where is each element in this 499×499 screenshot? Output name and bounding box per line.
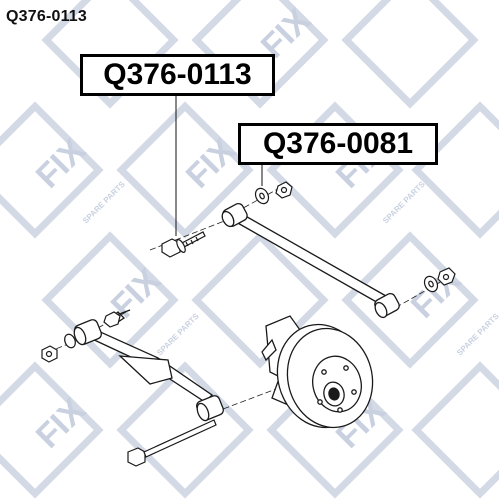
watermark-logo <box>0 101 104 239</box>
bolt-head <box>127 447 146 467</box>
watermark-logo <box>341 0 479 109</box>
watermark-tagline: SPARE PARTS <box>381 179 427 225</box>
watermark-logo <box>0 361 104 499</box>
watermark-tagline: SPARE PARTS <box>81 179 127 225</box>
callout-q376-0113: Q376-0113 <box>80 54 275 96</box>
leader-lines <box>175 96 263 236</box>
lower-control-arm <box>73 309 225 422</box>
page-title: Q376-0113 <box>6 8 87 25</box>
wheel-stud <box>321 369 327 375</box>
watermark-logo <box>341 231 479 369</box>
wheel-stud <box>337 407 343 413</box>
watermark-logo <box>411 101 499 239</box>
watermark-logo <box>411 361 499 499</box>
hub-assembly <box>261 315 374 429</box>
callout-q376-0081: Q376-0081 <box>238 123 438 165</box>
wheel-stud <box>343 365 349 371</box>
lateral-link-upper <box>221 203 400 319</box>
washer <box>64 333 76 349</box>
hardware-upper <box>254 181 456 293</box>
watermark-tagline: SPARE PARTS <box>455 311 499 357</box>
hardware-lower <box>41 311 217 467</box>
watermark-logo <box>116 101 254 239</box>
bolt-q376-0113 <box>161 231 206 258</box>
watermark-tagline: SPARE PARTS <box>155 311 201 357</box>
wheel-stud <box>317 399 323 405</box>
wheel-stud <box>351 389 357 395</box>
bolt-head <box>103 311 121 328</box>
